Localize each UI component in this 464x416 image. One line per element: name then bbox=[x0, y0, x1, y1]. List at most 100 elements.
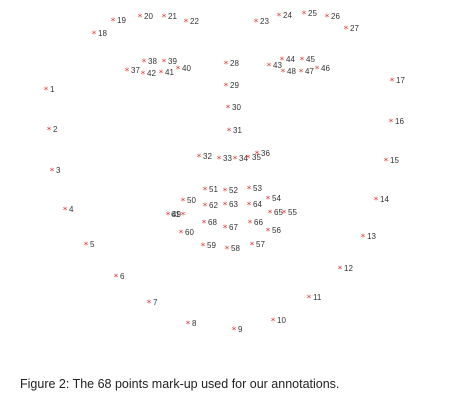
landmark-point-59: *59 bbox=[201, 241, 217, 252]
landmark-marker: * bbox=[226, 104, 231, 114]
landmark-label-31: 31 bbox=[233, 126, 242, 135]
landmark-marker: * bbox=[225, 245, 230, 255]
landmark-marker: * bbox=[233, 155, 238, 165]
landmark-point-37: *37 bbox=[125, 66, 141, 77]
landmark-label-52: 52 bbox=[229, 186, 238, 195]
landmark-marker: * bbox=[217, 155, 222, 165]
landmark-marker: * bbox=[84, 241, 89, 251]
landmark-label-53: 53 bbox=[253, 184, 262, 193]
landmark-point-67: *67 bbox=[223, 223, 239, 234]
landmark-label-13: 13 bbox=[367, 232, 376, 241]
landmark-label-12: 12 bbox=[344, 264, 353, 273]
landmark-label-42: 42 bbox=[147, 69, 156, 78]
landmark-label-55: 55 bbox=[288, 208, 297, 217]
landmark-label-20: 20 bbox=[144, 12, 153, 21]
landmark-marker: * bbox=[223, 201, 228, 211]
landmark-label-61: 61 bbox=[171, 210, 180, 219]
landmark-point-33: *33 bbox=[217, 154, 233, 165]
landmark-point-42: *42 bbox=[141, 69, 157, 80]
landmark-marker: * bbox=[307, 294, 312, 304]
landmark-marker: * bbox=[277, 12, 282, 22]
landmark-point-30: *30 bbox=[226, 103, 242, 114]
landmark-point-2: *2 bbox=[47, 125, 58, 136]
landmark-label-51: 51 bbox=[209, 185, 218, 194]
landmark-marker: * bbox=[176, 65, 181, 75]
landmark-figure: *1*2*3*4*5*6*7*8*9*10*11*12*13*14*15*16*… bbox=[44, 9, 406, 336]
landmark-label-28: 28 bbox=[230, 59, 239, 68]
landmark-point-28: *28 bbox=[224, 59, 240, 70]
landmark-marker: * bbox=[325, 13, 330, 23]
landmark-point-44: *44 bbox=[280, 55, 296, 66]
landmark-point-65: *65 bbox=[268, 208, 284, 219]
landmark-point-15: *15 bbox=[384, 156, 400, 167]
landmark-label-26: 26 bbox=[331, 12, 340, 21]
landmark-marker: * bbox=[390, 77, 395, 87]
landmark-label-40: 40 bbox=[182, 64, 191, 73]
landmark-marker: * bbox=[184, 18, 189, 28]
landmark-label-37: 37 bbox=[131, 66, 140, 75]
landmark-marker: * bbox=[250, 241, 255, 251]
landmark-point-31: *31 bbox=[227, 126, 243, 137]
landmark-point-40: *40 bbox=[176, 64, 192, 75]
landmark-point-52: *52 bbox=[223, 186, 239, 197]
landmark-marker: * bbox=[179, 229, 184, 239]
landmark-label-30: 30 bbox=[232, 103, 241, 112]
landmark-point-3: *3 bbox=[50, 166, 61, 177]
landmark-point-29: *29 bbox=[224, 81, 240, 92]
landmark-point-56: *56 bbox=[266, 226, 282, 237]
landmark-point-13: *13 bbox=[361, 232, 377, 243]
landmark-label-49: 49 bbox=[172, 210, 181, 219]
landmark-label-19: 19 bbox=[117, 16, 126, 25]
landmark-marker: * bbox=[374, 196, 379, 206]
landmark-label-59: 59 bbox=[207, 241, 216, 250]
landmark-label-63: 63 bbox=[229, 200, 238, 209]
landmark-marker: * bbox=[315, 65, 320, 75]
landmark-marker: * bbox=[271, 317, 276, 327]
landmark-label-4: 4 bbox=[69, 205, 74, 214]
landmark-marker: * bbox=[266, 195, 271, 205]
landmark-point-22: *22 bbox=[184, 17, 200, 28]
landmark-marker: * bbox=[111, 17, 116, 27]
landmark-label-9: 9 bbox=[238, 325, 243, 334]
landmark-point-4: *4 bbox=[63, 205, 74, 216]
landmark-point-16: *16 bbox=[389, 117, 405, 128]
landmark-marker: * bbox=[50, 167, 55, 177]
landmark-marker: * bbox=[267, 62, 272, 72]
landmark-diagram: *1*2*3*4*5*6*7*8*9*10*11*12*13*14*15*16*… bbox=[44, 9, 406, 336]
figure-caption: Figure 2: The 68 points mark-up used for… bbox=[20, 377, 340, 391]
landmark-marker: * bbox=[224, 60, 229, 70]
landmark-label-34: 34 bbox=[239, 154, 248, 163]
landmark-label-68: 68 bbox=[208, 218, 217, 227]
landmark-label-67: 67 bbox=[229, 223, 238, 232]
landmark-label-33: 33 bbox=[223, 154, 232, 163]
landmark-label-24: 24 bbox=[283, 11, 292, 20]
landmark-point-17: *17 bbox=[390, 76, 406, 87]
landmark-label-23: 23 bbox=[260, 17, 269, 26]
landmark-label-7: 7 bbox=[153, 298, 158, 307]
landmark-label-57: 57 bbox=[256, 240, 265, 249]
landmark-point-62: *62 bbox=[203, 201, 219, 212]
landmark-marker: * bbox=[114, 273, 119, 283]
landmark-point-60: *60 bbox=[179, 228, 195, 239]
landmark-label-50: 50 bbox=[187, 196, 196, 205]
landmark-label-35: 35 bbox=[252, 153, 261, 162]
landmark-label-25: 25 bbox=[308, 9, 317, 18]
landmark-point-18: *18 bbox=[92, 29, 108, 40]
landmark-label-58: 58 bbox=[231, 244, 240, 253]
landmark-label-22: 22 bbox=[190, 17, 199, 26]
landmark-label-41: 41 bbox=[165, 68, 174, 77]
landmark-marker: * bbox=[159, 69, 164, 79]
landmark-marker: * bbox=[338, 265, 343, 275]
landmark-label-60: 60 bbox=[185, 228, 194, 237]
landmark-label-39: 39 bbox=[168, 57, 177, 66]
landmark-marker: * bbox=[162, 58, 167, 68]
landmark-point-10: *10 bbox=[271, 316, 287, 327]
landmark-marker: * bbox=[281, 68, 286, 78]
landmark-point-9: *9 bbox=[232, 325, 243, 336]
landmark-marker: * bbox=[201, 242, 206, 252]
landmark-marker: * bbox=[227, 127, 232, 137]
landmark-marker: * bbox=[142, 58, 147, 68]
landmark-point-49: *49 bbox=[166, 210, 182, 221]
landmark-marker: * bbox=[138, 13, 143, 23]
landmark-point-53: *53 bbox=[247, 184, 263, 195]
